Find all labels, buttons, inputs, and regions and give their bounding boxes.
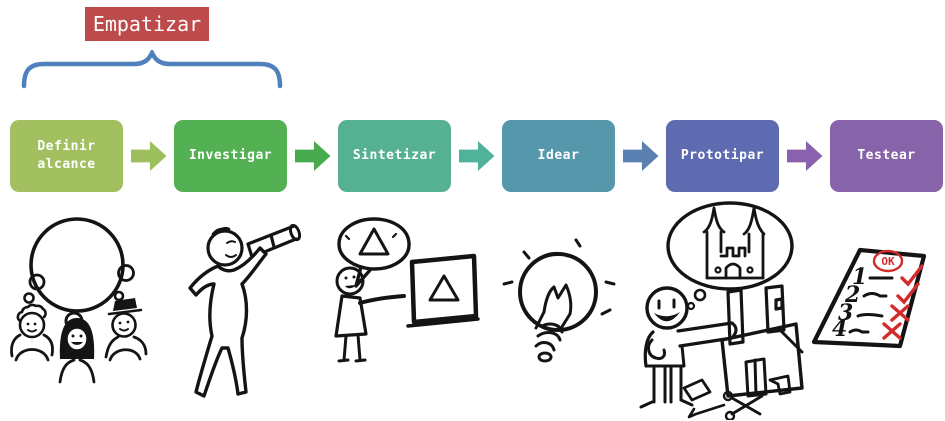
process-flow: Definir alcance Investigar Sintetizar Id… — [10, 120, 943, 192]
cross-mark-icon — [890, 304, 910, 322]
step-sintetizar-label: Sintetizar — [352, 147, 437, 163]
shared-thought-people-sketch-icon — [10, 217, 148, 384]
step-definir-alcance: Definir alcance — [10, 120, 123, 192]
lightbulb-sketch-icon — [502, 238, 616, 363]
step-prototipar-label: Prototipar — [680, 147, 765, 163]
person-building-prototype-sketch-icon — [639, 201, 804, 420]
step-definir-alcance-label: Definir alcance — [37, 138, 96, 172]
checklist-item-number: 2 — [844, 282, 860, 308]
checklist-item-number: 4 — [832, 316, 847, 342]
step-investigar: Investigar — [174, 120, 287, 192]
step-investigar-label: Investigar — [188, 147, 273, 163]
checklist-item-number: 3 — [838, 300, 853, 326]
cross-mark-icon — [882, 322, 902, 340]
step-prototipar: Prototipar — [666, 120, 779, 192]
checklist-sketch-icon: OK 1 2 3 4 — [812, 247, 927, 349]
step-idear: Idear — [502, 120, 615, 192]
person-presenting-board-sketch-icon — [334, 217, 480, 363]
step-sintetizar: Sintetizar — [338, 120, 451, 192]
step-idear-label: Idear — [537, 147, 580, 163]
person-telescope-sketch-icon — [188, 223, 302, 398]
empathize-label-text: Empatizar — [92, 12, 202, 36]
check-mark-icon — [896, 282, 920, 305]
check-mark-icon — [900, 264, 924, 287]
arrow-right-icon-4 — [622, 140, 659, 172]
arrow-right-icon-2 — [294, 140, 331, 172]
arrow-right-icon-1 — [130, 140, 167, 172]
empathize-brace-icon — [21, 50, 283, 89]
step-testear: Testear — [830, 120, 943, 192]
arrow-right-icon-5 — [786, 140, 823, 172]
ok-stamp-circle — [872, 249, 904, 273]
step-testear-label: Testear — [857, 147, 916, 163]
checklist-item-number: 1 — [852, 264, 867, 290]
empathize-label: Empatizar — [85, 7, 209, 41]
ok-stamp-text: OK — [881, 255, 895, 268]
arrow-right-icon-3 — [458, 140, 495, 172]
